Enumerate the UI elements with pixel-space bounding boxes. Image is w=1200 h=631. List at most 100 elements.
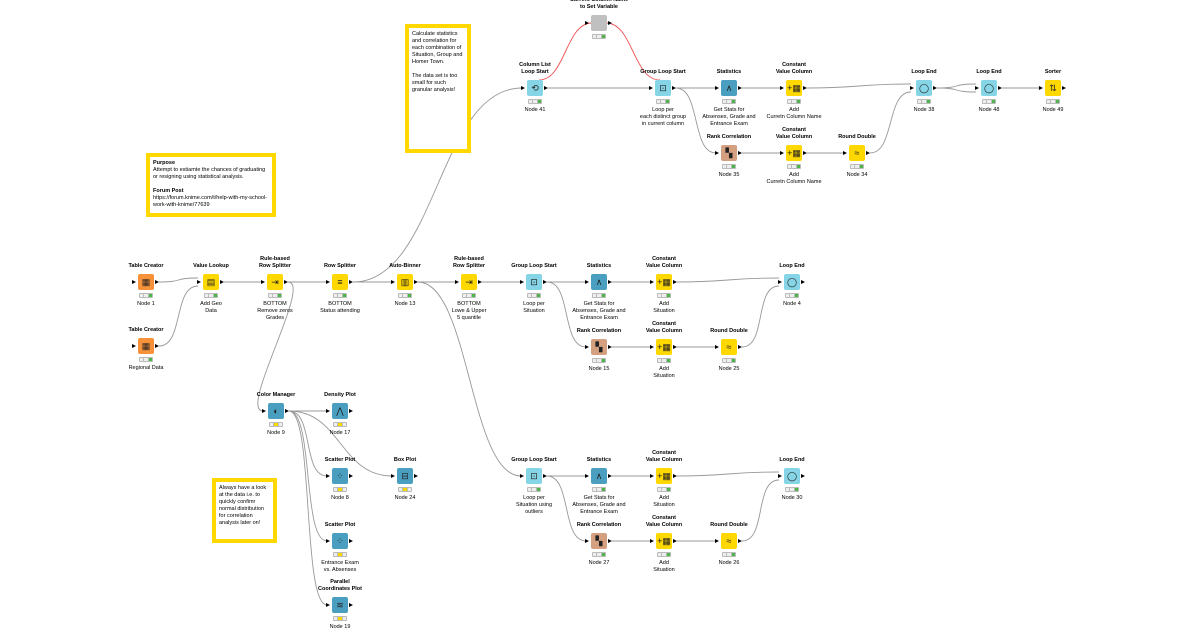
- output-port[interactable]: [349, 602, 353, 607]
- output-port[interactable]: [349, 279, 353, 284]
- input-port[interactable]: [650, 473, 654, 478]
- connection[interactable]: [257, 281, 294, 412]
- node-label[interactable]: Loop per Situation using outliers: [515, 495, 553, 515]
- variable-icon[interactable]: [591, 15, 607, 31]
- node-label[interactable]: Loop per Situation: [523, 301, 545, 314]
- output-port[interactable]: [285, 408, 289, 413]
- output-port[interactable]: [349, 408, 353, 413]
- group-loop-icon[interactable]: ⊡: [526, 468, 542, 484]
- input-port[interactable]: [715, 344, 719, 349]
- statistics-icon[interactable]: ∧: [721, 80, 737, 96]
- round-double-icon[interactable]: ≈: [849, 145, 865, 161]
- connection[interactable]: [158, 277, 199, 283]
- node-label[interactable]: Node 49: [1042, 107, 1064, 113]
- output-port[interactable]: [673, 473, 677, 478]
- input-port[interactable]: [780, 150, 784, 155]
- node-label[interactable]: Entrance Exam vs. Absenses: [321, 560, 359, 573]
- input-port[interactable]: [261, 279, 265, 284]
- output-port[interactable]: [803, 150, 807, 155]
- input-port[interactable]: [778, 473, 782, 478]
- input-port[interactable]: [585, 20, 589, 25]
- output-port[interactable]: [220, 279, 224, 284]
- connection[interactable]: [417, 281, 522, 477]
- connection[interactable]: [676, 471, 780, 477]
- node-label[interactable]: Add Curretn Column Name: [766, 172, 822, 185]
- rule-splitter-icon[interactable]: ⇥: [267, 274, 283, 290]
- connection[interactable]: [546, 475, 587, 542]
- auto-binner-icon[interactable]: ▥: [397, 274, 413, 290]
- output-port[interactable]: [608, 473, 612, 478]
- constant-column-icon[interactable]: +▦: [656, 468, 672, 484]
- output-port[interactable]: [673, 344, 677, 349]
- input-port[interactable]: [326, 279, 330, 284]
- connection[interactable]: [676, 277, 780, 283]
- output-port[interactable]: [673, 538, 677, 543]
- connection[interactable]: [546, 281, 587, 348]
- node-label[interactable]: Add Situation: [653, 495, 675, 508]
- node-label[interactable]: Node 35: [718, 172, 740, 178]
- output-port[interactable]: [1062, 85, 1066, 90]
- input-port[interactable]: [585, 279, 589, 284]
- node-label[interactable]: Node 30: [781, 495, 803, 501]
- output-port[interactable]: [414, 473, 418, 478]
- density-plot-icon[interactable]: ⋀: [332, 403, 348, 419]
- constant-column-icon[interactable]: +▦: [656, 339, 672, 355]
- output-port[interactable]: [801, 279, 805, 284]
- group-loop-icon[interactable]: ⊡: [655, 80, 671, 96]
- node-label[interactable]: Add Situation: [653, 366, 675, 379]
- connection[interactable]: [936, 87, 977, 93]
- box-plot-icon[interactable]: ⊟: [397, 468, 413, 484]
- node-label[interactable]: BOTTOM Remove zeros Grades: [257, 301, 293, 321]
- round-double-icon[interactable]: ≈: [721, 339, 737, 355]
- input-port[interactable]: [520, 279, 524, 284]
- node-label[interactable]: Regional Data: [128, 365, 164, 371]
- loop-end-icon[interactable]: ◯: [784, 274, 800, 290]
- node-label[interactable]: Node 8: [331, 495, 349, 501]
- connection[interactable]: [352, 87, 523, 283]
- node-label[interactable]: Add Situation: [653, 301, 675, 314]
- node-label[interactable]: Node 1: [137, 301, 155, 307]
- node-label[interactable]: Node 38: [913, 107, 935, 113]
- output-port[interactable]: [155, 279, 159, 284]
- input-port[interactable]: [585, 538, 589, 543]
- node-label[interactable]: Node 34: [846, 172, 868, 178]
- connection[interactable]: [806, 83, 912, 89]
- connection[interactable]: [675, 87, 717, 154]
- input-port[interactable]: [650, 538, 654, 543]
- input-port[interactable]: [520, 473, 524, 478]
- node-label[interactable]: BOTTOM Lowe & Upper 5 quantile: [451, 301, 487, 321]
- input-port[interactable]: [585, 344, 589, 349]
- input-port[interactable]: [650, 279, 654, 284]
- input-port[interactable]: [391, 279, 395, 284]
- input-port[interactable]: [910, 85, 914, 90]
- node-label[interactable]: Get Stats for Absenses, Grade and Entran…: [572, 495, 626, 515]
- input-port[interactable]: [1039, 85, 1043, 90]
- input-port[interactable]: [715, 538, 719, 543]
- output-port[interactable]: [349, 538, 353, 543]
- connection[interactable]: [741, 285, 780, 348]
- rank-correlation-icon[interactable]: ▚: [591, 533, 607, 549]
- node-label[interactable]: Add Geo Data: [200, 301, 222, 314]
- connection[interactable]: [158, 285, 199, 347]
- output-port[interactable]: [738, 85, 742, 90]
- output-port[interactable]: [478, 279, 482, 284]
- flow-variable-connection[interactable]: [538, 22, 593, 81]
- output-port[interactable]: [933, 85, 937, 90]
- input-port[interactable]: [843, 150, 847, 155]
- column-loop-icon[interactable]: ⟲: [527, 80, 543, 96]
- output-port[interactable]: [738, 150, 742, 155]
- input-port[interactable]: [780, 85, 784, 90]
- loop-end-icon[interactable]: ◯: [916, 80, 932, 96]
- input-port[interactable]: [455, 279, 459, 284]
- input-port[interactable]: [975, 85, 979, 90]
- node-label[interactable]: Node 26: [718, 560, 740, 566]
- node-label[interactable]: Get Stats for Absenses, Grade and Entran…: [572, 301, 626, 321]
- node-label[interactable]: Node 15: [588, 366, 610, 372]
- input-port[interactable]: [326, 408, 330, 413]
- statistics-icon[interactable]: ∧: [591, 468, 607, 484]
- connection[interactable]: [288, 410, 328, 477]
- forum-link[interactable]: https://forum.knime.com/t/help-with-my-s…: [153, 195, 268, 208]
- input-port[interactable]: [132, 343, 136, 348]
- connection[interactable]: [936, 83, 977, 89]
- input-port[interactable]: [778, 279, 782, 284]
